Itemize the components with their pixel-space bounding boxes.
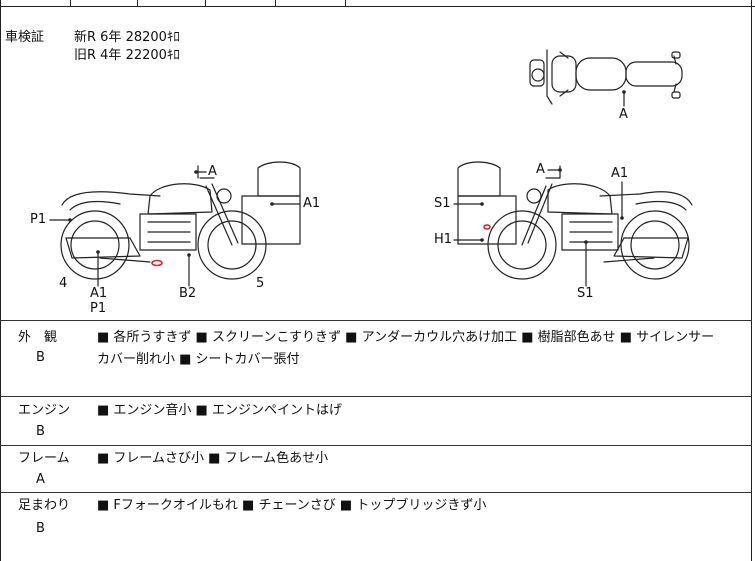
section-grade-exterior: B — [36, 350, 45, 365]
section-text-frame: ■ フレームさび小 ■ フレーム色あせ小 — [97, 451, 329, 466]
section-text-exterior-2: カバー削れ小 ■ シートカバー張付 — [97, 352, 300, 367]
divider — [0, 320, 752, 321]
section-text-engine: ■ エンジン音小 ■ エンジンペイントはげ — [97, 403, 342, 418]
registration-old: 旧R 4年 22200ｷﾛ — [74, 48, 180, 63]
section-label-frame: フレーム — [18, 451, 70, 466]
divider — [0, 445, 752, 446]
label-right-a1: A1 — [611, 166, 629, 181]
label-left-a: A — [208, 164, 217, 179]
frame-right — [751, 0, 752, 561]
damage-mark-right — [483, 224, 491, 230]
section-grade-engine: B — [36, 424, 45, 439]
label-right-a: A — [536, 162, 545, 177]
label-left-a1b: A1 — [90, 286, 108, 301]
right-side-drawing — [457, 161, 693, 280]
section-text-exterior-1: ■ 各所うすきず ■ スクリーンこすりきず ■ アンダーカウル穴あけ加工 ■ 樹… — [97, 330, 715, 345]
leader-lines — [49, 169, 623, 287]
label-left-a1: A1 — [303, 196, 321, 211]
label-left-4: 4 — [59, 276, 68, 291]
section-label-exterior: 外 観 — [18, 330, 58, 345]
label-top-a: A — [619, 107, 628, 122]
label-left-5: 5 — [256, 276, 265, 291]
registration-new: 新R 6年 28200ｷﾛ — [74, 30, 180, 45]
label-right-s1b: S1 — [577, 286, 594, 301]
label-left-b2: B2 — [179, 286, 197, 301]
damage-mark-left — [151, 259, 163, 267]
divider — [0, 492, 752, 493]
label-right-h1: H1 — [434, 232, 453, 247]
label-left-p1: P1 — [30, 212, 47, 227]
top-view-drawing — [529, 49, 683, 107]
left-side-drawing — [60, 161, 301, 280]
divider — [0, 396, 752, 397]
registration-label: 車検証 — [5, 30, 45, 45]
section-label-suspension: 足まわり — [18, 498, 71, 513]
top-strip — [0, 0, 755, 7]
label-left-p1b: P1 — [90, 301, 107, 316]
label-right-s1: S1 — [434, 196, 451, 211]
section-grade-suspension: B — [36, 521, 45, 536]
frame-left — [0, 0, 1, 561]
section-text-suspension: ■ Fフォークオイルもれ ■ チェーンさび ■ トップブリッジきず小 — [97, 498, 487, 513]
motorcycle-diagrams — [49, 49, 693, 287]
section-grade-frame: A — [36, 472, 45, 487]
section-label-engine: エンジン — [18, 403, 71, 418]
